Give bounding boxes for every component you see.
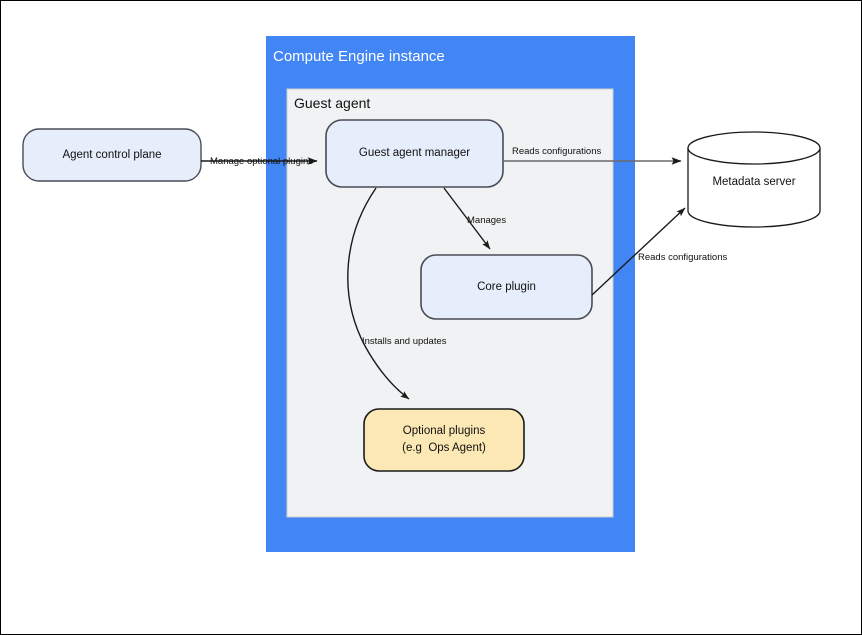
- node-agent-control-plane[interactable]: [22, 128, 202, 182]
- guest-agent-panel-title: Guest agent: [294, 95, 371, 111]
- edge-label-manage-optional-plugins: Manage optional plugins: [210, 156, 313, 167]
- edge-label-reads-configurations-manager: Reads configurations: [512, 146, 602, 157]
- edge-manager-to-core-plugin: [443, 187, 491, 250]
- edge-label-installs-and-updates: Installs and updates: [362, 336, 447, 347]
- compute-engine-instance-title: Compute Engine instance: [273, 48, 445, 65]
- node-core-plugin[interactable]: [420, 254, 593, 320]
- node-optional-plugins[interactable]: [363, 408, 525, 472]
- edge-label-manages: Manages: [467, 215, 507, 226]
- edge-manager-to-optional-plugins: [347, 187, 410, 400]
- node-guest-agent-manager[interactable]: [325, 119, 504, 188]
- edge-label-reads-configurations-core-plugin: Reads configurations: [638, 252, 728, 263]
- node-metadata-server[interactable]: [687, 131, 821, 228]
- edge-core-plugin-to-metadata: [591, 207, 686, 296]
